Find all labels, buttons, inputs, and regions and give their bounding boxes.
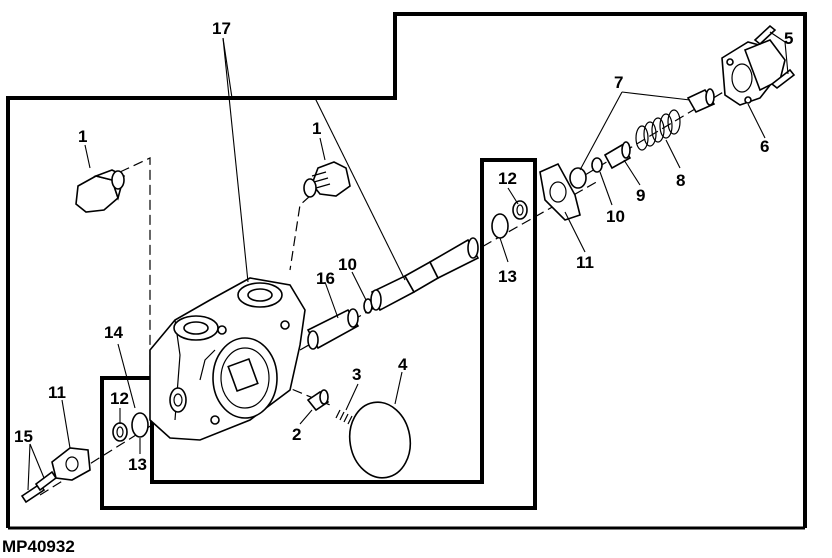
callout-11-left: 11 — [48, 383, 66, 402]
callout-12-right: 12 — [498, 169, 517, 188]
plug-left — [75, 169, 125, 213]
callout-8: 8 — [676, 171, 685, 190]
spring-3 — [335, 409, 353, 425]
callout-11-right: 11 — [576, 253, 594, 272]
assembly-line-check — [264, 377, 331, 406]
callout-1-right: 1 — [312, 119, 321, 138]
callout-10-mid: 10 — [338, 255, 357, 274]
flange-11-left — [51, 447, 91, 481]
assembly-line-left-end — [39, 419, 161, 496]
spool-16 — [306, 308, 360, 350]
assembly-line-plug-right — [289, 195, 311, 271]
washer-10-right — [591, 157, 603, 173]
callout-15: 15 — [14, 427, 33, 446]
spring-8 — [635, 109, 681, 151]
flange-11-right — [539, 162, 581, 221]
valve-section-box — [100, 158, 537, 510]
cap-screws-5 — [753, 24, 796, 90]
seal-7-lower — [569, 167, 587, 189]
o-ring-13-right — [491, 213, 509, 239]
callout-9: 9 — [636, 186, 645, 205]
cap-6 — [721, 39, 786, 106]
leader-lines — [27, 31, 789, 491]
callout-16: 16 — [316, 269, 335, 288]
assembly-line-plug-left — [119, 157, 161, 381]
callout-3: 3 — [352, 365, 361, 384]
callout-6: 6 — [760, 137, 769, 156]
callout-17: 17 — [212, 19, 231, 38]
callout-10-right: 10 — [606, 207, 625, 226]
callout-14: 14 — [104, 323, 123, 342]
spool-end-9 — [603, 141, 632, 170]
callout-12-left: 12 — [110, 389, 129, 408]
callout-4: 4 — [398, 355, 408, 374]
callout-13-right: 13 — [498, 267, 517, 286]
valve-body — [149, 277, 306, 441]
washer-12-left — [112, 422, 128, 442]
callout-2: 2 — [292, 425, 301, 444]
screws-15 — [20, 470, 58, 504]
check-2 — [306, 389, 330, 412]
callout-13-left: 13 — [128, 455, 147, 474]
figure-caption: MP40932 — [2, 537, 75, 556]
callout-7: 7 — [614, 73, 623, 92]
plug-right — [303, 161, 351, 198]
outer-frame — [6, 12, 807, 528]
callout-5: 5 — [784, 29, 793, 48]
o-ring-4 — [348, 401, 412, 479]
seal-7-upper — [686, 88, 716, 114]
callout-1-left: 1 — [78, 127, 87, 146]
washer-12-right — [512, 200, 528, 220]
o-ring-13-left — [131, 412, 149, 438]
spool-main — [370, 237, 480, 312]
